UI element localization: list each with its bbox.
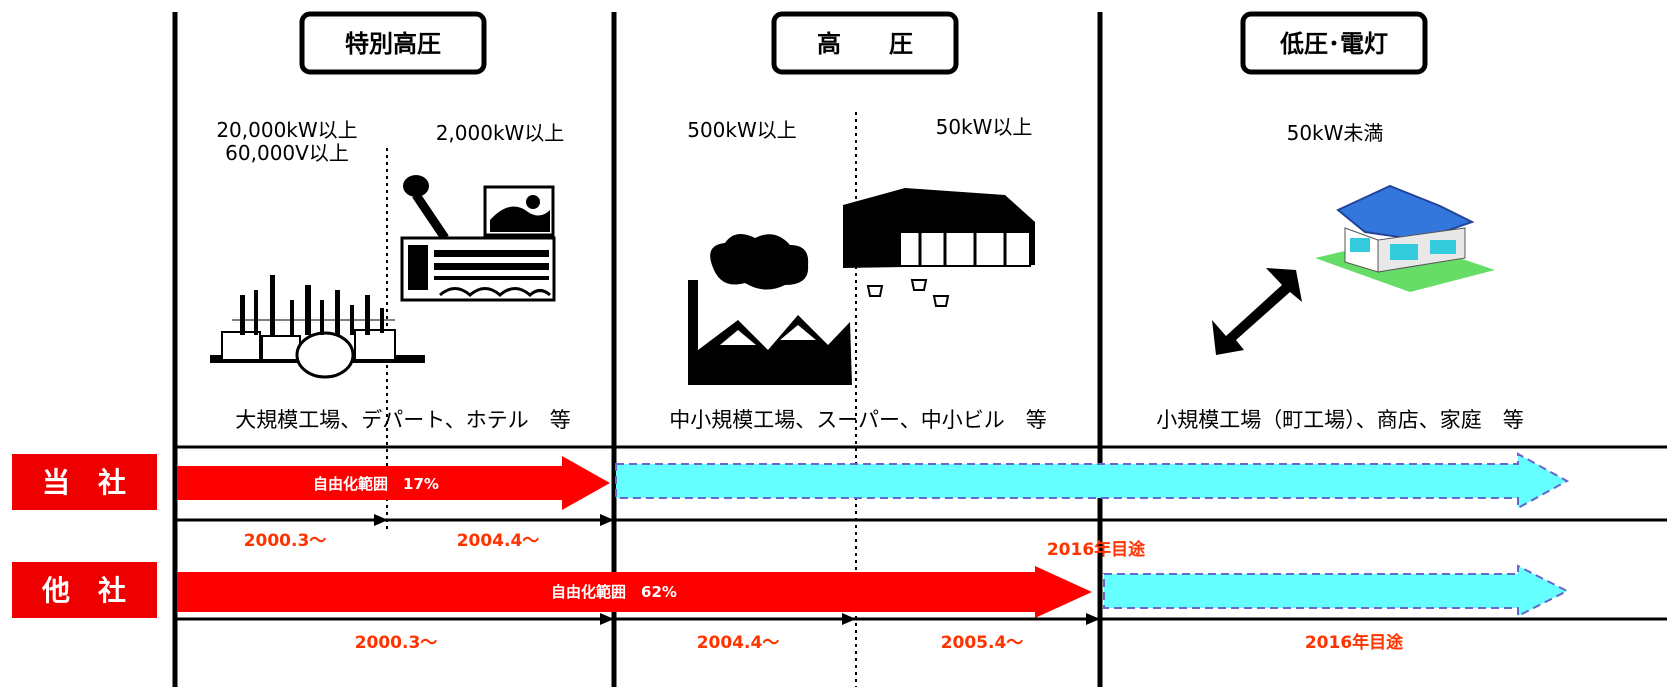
tick-other-2 xyxy=(842,613,856,625)
row-label-other: 他 社 xyxy=(41,574,126,607)
arrow-own-label: 自由化範囲 17% xyxy=(313,475,439,493)
row-label-other-bg xyxy=(12,562,157,618)
arrow-own-liberalized xyxy=(177,456,610,510)
sub-label-500kw: 500kW以上 xyxy=(687,118,797,142)
house-icon xyxy=(1315,184,1495,292)
header-extra-high: 特別高圧 xyxy=(345,30,441,58)
tick-own-2 xyxy=(600,514,614,526)
date-other-1: 2000.3～ xyxy=(355,633,438,653)
arrow-own-future xyxy=(615,452,1570,510)
header-box-extra-high xyxy=(299,11,487,75)
sub-label-50kw: 50kW以上 xyxy=(936,115,1033,139)
header-box-high xyxy=(771,11,959,75)
sub-label-under-50kw: 50kW未満 xyxy=(1287,121,1384,145)
date-own-1: 2000.3～ xyxy=(244,531,327,551)
date-own-future: 2016年目途 xyxy=(1047,539,1146,560)
caption-high: 中小規模工場、スーパー、中小ビル 等 xyxy=(669,408,1047,432)
department-store-icon xyxy=(400,175,556,302)
supermarket-icon xyxy=(843,188,1035,307)
caption-low: 小規模工場（町工場）、商店、家庭 等 xyxy=(1156,408,1524,432)
tick-other-3 xyxy=(1086,613,1100,625)
sub-label-60000v: 60,000V以上 xyxy=(225,141,349,165)
arrow-other-liberalized xyxy=(177,566,1092,618)
row-label-own-bg xyxy=(12,454,157,510)
tick-own-1 xyxy=(374,514,388,526)
header-low: 低圧･電灯 xyxy=(1279,30,1388,58)
wrench-icon xyxy=(1212,268,1302,355)
refinery-icon xyxy=(210,275,425,379)
date-other-2: 2004.4～ xyxy=(697,633,780,653)
header-box-low xyxy=(1240,11,1428,75)
date-other-3: 2005.4～ xyxy=(941,633,1024,653)
caption-extra-high: 大規模工場、デパート、ホテル 等 xyxy=(235,408,571,432)
row-label-own: 当 社 xyxy=(42,466,126,499)
factory-icon xyxy=(688,234,852,385)
sub-label-20000kw: 20,000kW以上 xyxy=(216,118,357,142)
date-other-future: 2016年目途 xyxy=(1305,632,1404,653)
tick-other-1 xyxy=(600,613,614,625)
sub-label-2000kw: 2,000kW以上 xyxy=(436,121,565,145)
arrow-other-label: 自由化範囲 62% xyxy=(551,583,677,601)
date-own-2: 2004.4～ xyxy=(457,531,540,551)
arrow-other-future xyxy=(1103,564,1570,618)
header-high: 高 圧 xyxy=(817,30,913,58)
